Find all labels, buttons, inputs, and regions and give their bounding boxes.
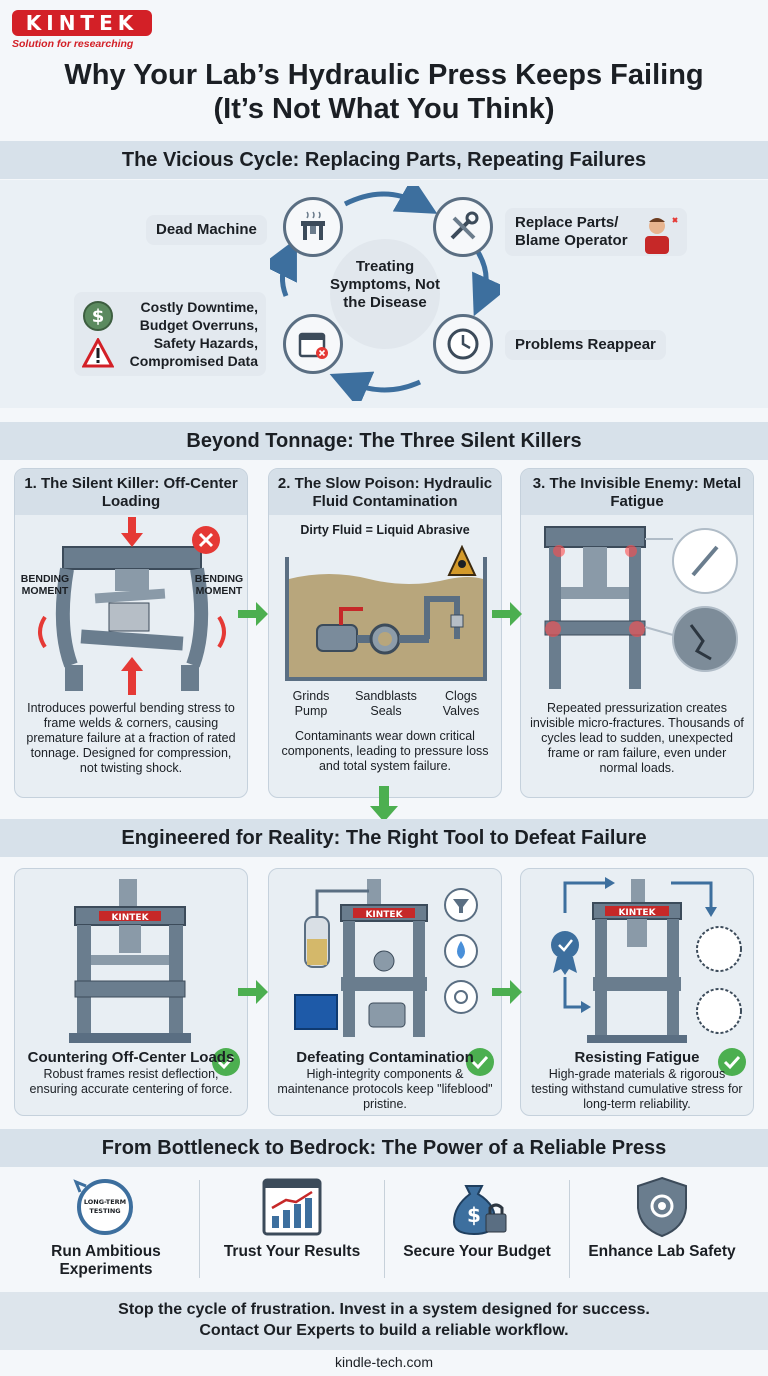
divider bbox=[569, 1180, 570, 1278]
money-bag-lock-icon: $ bbox=[452, 1185, 507, 1236]
long-term-testing-icon: LONG-TERM TESTING bbox=[73, 1179, 133, 1235]
solution-card-text: High-integrity components & maintenance … bbox=[277, 1067, 493, 1111]
kintek-logo[interactable]: KINTEK Solution for researching bbox=[12, 10, 158, 54]
filtered-press-illustration: KINTEK bbox=[294, 879, 478, 1037]
killer-card-title: 1. The Silent Killer: Off-Center Loading bbox=[15, 469, 247, 515]
solution-card-title: Resisting Fatigue bbox=[574, 1049, 700, 1066]
fatigue-press-illustration bbox=[544, 526, 738, 689]
benefit-experiments: Run Ambitious Experiments bbox=[51, 1243, 161, 1278]
killer-card-text: Repeated pressurization creates invisibl… bbox=[530, 701, 744, 775]
press-plate-text: KINTEK bbox=[365, 910, 403, 920]
poison-icon bbox=[447, 545, 477, 576]
solution-card-contamination: KINTEK Defeating Contamination High-inte… bbox=[268, 868, 502, 1116]
dollar-icon: $ bbox=[83, 301, 113, 331]
replace-parts-text: Replace Parts/ Blame Operator bbox=[515, 214, 628, 249]
operator-icon bbox=[645, 217, 678, 254]
svg-text:$: $ bbox=[92, 306, 105, 327]
killer-card-text: Contaminants wear down critical componen… bbox=[281, 729, 489, 773]
replace-parts-label: Replace Parts/ Blame Operator bbox=[505, 208, 687, 256]
solution-card-fatigue: KINTEK Resisting Fatigue High-grade mate… bbox=[520, 868, 754, 1116]
website-link[interactable]: kindle-tech.com bbox=[334, 1354, 434, 1370]
svg-text:TESTING: TESTING bbox=[89, 1207, 120, 1215]
svg-text:$: $ bbox=[467, 1203, 481, 1227]
arrow-down-icon bbox=[370, 786, 398, 822]
wrench-icon bbox=[433, 197, 493, 257]
call-to-action: Stop the cycle of frustration. Invest in… bbox=[0, 1292, 768, 1350]
results-chart-icon bbox=[262, 1178, 322, 1236]
arrow-right-icon bbox=[492, 980, 522, 1004]
dead-machine-icon bbox=[283, 197, 343, 257]
contaminated-fluid-illustration bbox=[285, 557, 487, 681]
benefit-safety: Enhance Lab Safety bbox=[588, 1243, 736, 1260]
divider bbox=[199, 1180, 200, 1278]
solutions-heading: Engineered for Reality: The Right Tool t… bbox=[0, 819, 768, 857]
cta-line-2[interactable]: Contact Our Experts to build a reliable … bbox=[199, 1322, 569, 1339]
cost-safety: Safety Hazards, bbox=[153, 335, 258, 351]
off-center-press-illustration bbox=[38, 517, 226, 695]
cost-budget: Budget Overruns, bbox=[139, 317, 258, 333]
cost-downtime: Costly Downtime, bbox=[140, 299, 258, 315]
solution-card-title: Defeating Contamination bbox=[296, 1049, 474, 1066]
arrow-right-icon bbox=[238, 980, 268, 1004]
logo-wordmark: KINTEK bbox=[12, 10, 152, 36]
solution-card-off-center: KINTEK Countering Off-Center Loads Robus… bbox=[14, 868, 248, 1116]
solution-card-text: Robust frames resist deflection, ensurin… bbox=[29, 1067, 233, 1096]
title-line-1: Why Your Lab’s Hydraulic Press Keeps Fai… bbox=[64, 59, 704, 91]
press-plate-text: KINTEK bbox=[111, 913, 149, 923]
problems-reappear-label: Problems Reappear bbox=[505, 330, 666, 360]
clock-icon bbox=[433, 314, 493, 374]
divider bbox=[384, 1180, 385, 1278]
arrow-right-icon bbox=[492, 602, 522, 626]
check-icon bbox=[718, 1048, 746, 1076]
cost-data: Compromised Data bbox=[129, 353, 258, 369]
dead-machine-label: Dead Machine bbox=[146, 215, 267, 245]
warning-icon bbox=[82, 338, 114, 368]
killer-card-title: 3. The Invisible Enemy: Metal Fatigue bbox=[521, 469, 753, 515]
killer-card-off-center: 1. The Silent Killer: Off-Center Loading… bbox=[14, 468, 248, 798]
bending-moment-left: BENDING MOMENT bbox=[20, 573, 70, 597]
calendar-icon bbox=[283, 314, 343, 374]
cycle-center: Treating Symptoms, Not the Disease bbox=[330, 239, 440, 349]
title-line-2: (It’s Not What You Think) bbox=[213, 93, 555, 125]
grinds-pump-label: Grinds Pump bbox=[292, 689, 330, 718]
killer-card-text: Introduces powerful bending stress to fr… bbox=[26, 701, 236, 775]
cycle-heading: The Vicious Cycle: Replacing Parts, Repe… bbox=[0, 141, 768, 179]
dirty-fluid-caption: Dirty Fluid = Liquid Abrasive bbox=[300, 523, 470, 537]
cta-line-1: Stop the cycle of frustration. Invest in… bbox=[118, 1301, 650, 1318]
certified-press-illustration: KINTEK bbox=[551, 877, 742, 1043]
logo-tagline: Solution for researching bbox=[12, 38, 134, 50]
costs-list: Costly Downtime, Budget Overruns, Safety… bbox=[130, 298, 258, 370]
solution-card-text: High-grade materials & rigorous testing … bbox=[531, 1067, 743, 1111]
benefits-heading: From Bottleneck to Bedrock: The Power of… bbox=[0, 1129, 768, 1167]
arrow-right-icon bbox=[238, 602, 268, 626]
solution-card-title: Countering Off-Center Loads bbox=[27, 1049, 235, 1066]
killer-card-title: 2. The Slow Poison: Hydraulic Fluid Cont… bbox=[269, 469, 501, 515]
killers-heading: Beyond Tonnage: The Three Silent Killers bbox=[0, 422, 768, 460]
costs-box: $ Costly Downtime, Budget Overruns, Safe… bbox=[74, 292, 266, 376]
sandblasts-seals-label: Sandblasts Seals bbox=[355, 689, 417, 718]
clogs-valves-label: Clogs Valves bbox=[442, 689, 480, 718]
fail-x-icon bbox=[192, 526, 220, 554]
killer-card-contamination: 2. The Slow Poison: Hydraulic Fluid Cont… bbox=[268, 468, 502, 798]
press-illustration: KINTEK bbox=[69, 879, 191, 1043]
press-plate-text: KINTEK bbox=[618, 908, 656, 918]
check-icon bbox=[212, 1048, 240, 1076]
killer-card-fatigue: 3. The Invisible Enemy: Metal Fatigue Re… bbox=[520, 468, 754, 798]
bending-moment-right: BENDING MOMENT bbox=[194, 573, 244, 597]
cycle-arrows bbox=[270, 186, 500, 401]
safety-shield-icon bbox=[637, 1176, 687, 1238]
page-title: Why Your Lab’s Hydraulic Press Keeps Fai… bbox=[0, 58, 768, 126]
check-icon bbox=[466, 1048, 494, 1076]
svg-text:LONG-TERM: LONG-TERM bbox=[84, 1198, 126, 1206]
benefit-budget: Secure Your Budget bbox=[403, 1243, 551, 1260]
benefit-results: Trust Your Results bbox=[223, 1243, 361, 1260]
